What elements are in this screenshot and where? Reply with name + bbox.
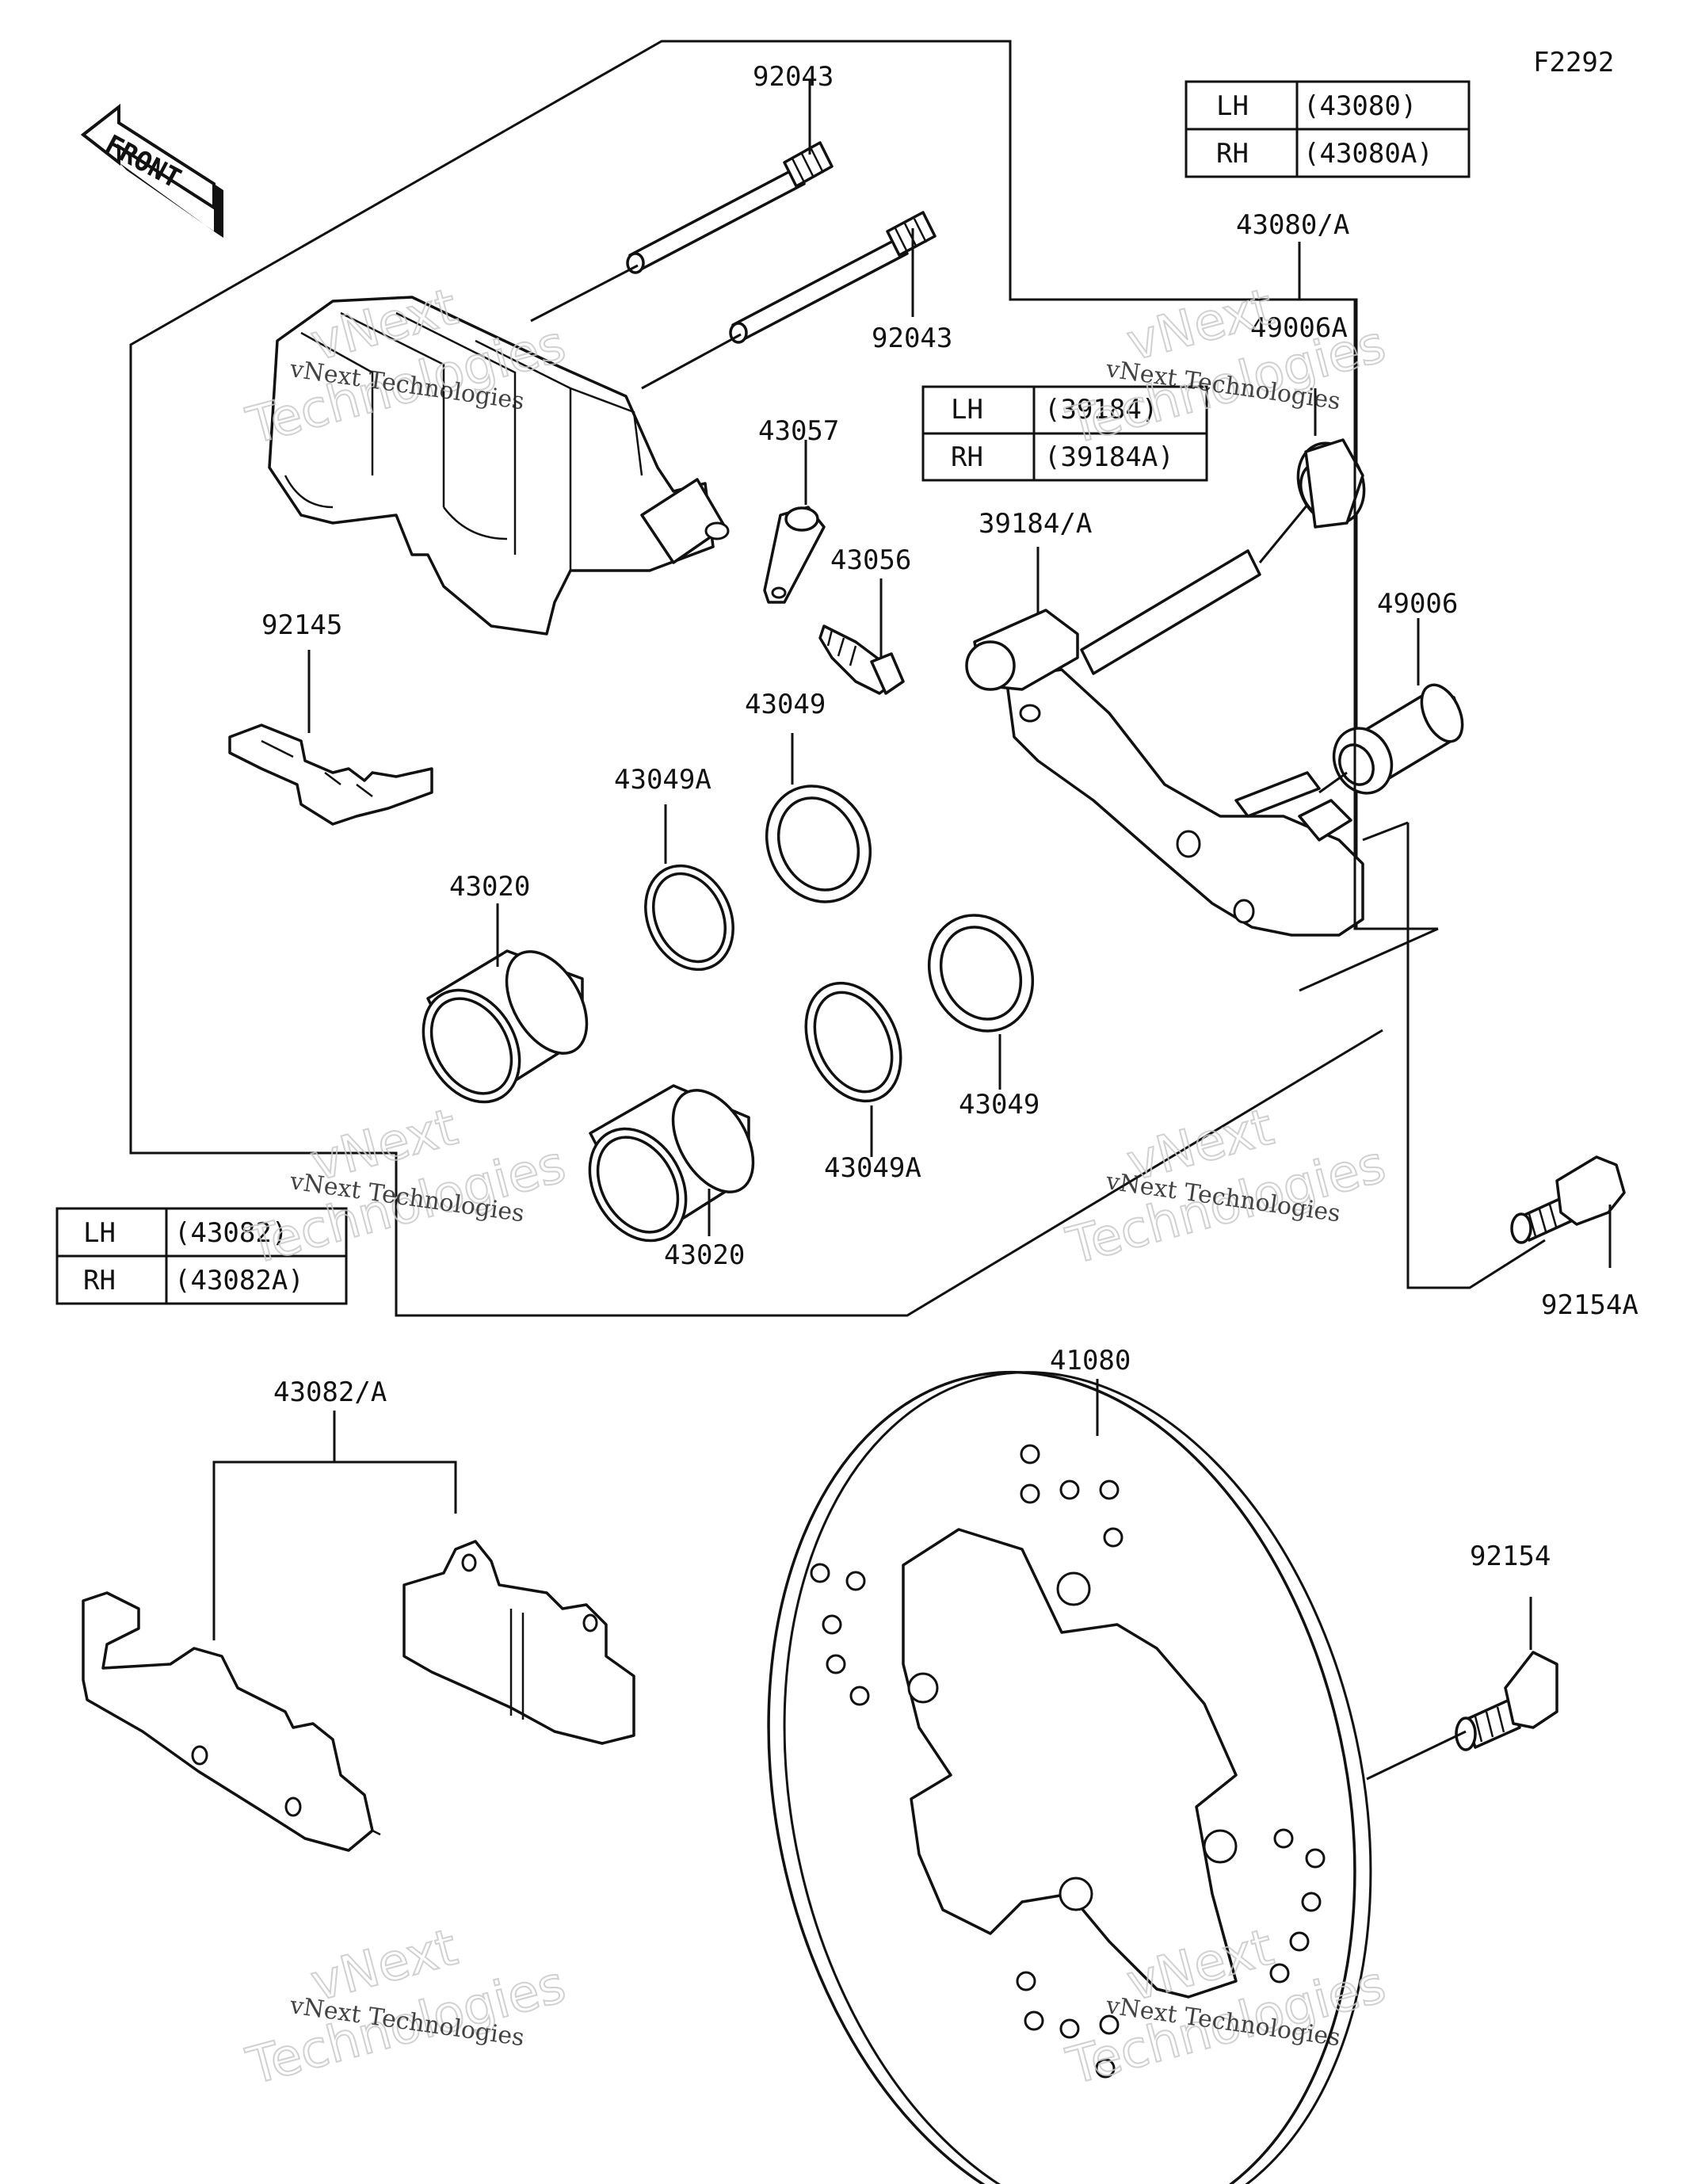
caliper-group-outline [129, 40, 1438, 1317]
part-label-43056: 43056 [830, 544, 911, 576]
pads-table-rh-code: (43082A) [174, 1265, 304, 1296]
pad-spring [228, 724, 433, 826]
holder-table-lh-code: (39184) [1044, 394, 1158, 426]
brake-pad-right [402, 1540, 635, 1745]
pads-table-lh: LH [83, 1217, 116, 1249]
watermark-4: vNext Technologies vNext Technologies [1060, 1098, 1392, 1277]
holder-table-lh: LH [951, 394, 983, 426]
part-label-43080a: 43080/A [1236, 209, 1349, 241]
bracket-table-rh: RH [1216, 138, 1249, 170]
caliper-body [268, 296, 730, 636]
part-label-49006a: 49006A [1250, 312, 1348, 344]
front-arrow-icon: FRONT [80, 103, 223, 238]
part-label-43049a-upper: 43049A [614, 764, 711, 796]
bleeder-valve [818, 624, 905, 695]
caliper-pin-1 [626, 141, 834, 274]
watermark-2: vNext Technologies vNext Technologies [1060, 277, 1392, 457]
part-label-43020-upper: 43020 [449, 871, 530, 903]
holder-table: LH (39184) RH (39184A) [921, 385, 1208, 482]
figure-code: F2292 [1533, 47, 1614, 78]
part-label-92043-second: 92043 [872, 323, 952, 354]
caliper-bracket-holder [965, 549, 1364, 937]
part-label-43057: 43057 [758, 415, 839, 447]
part-label-92154a: 92154A [1541, 1289, 1638, 1321]
brake-disc [767, 1370, 1372, 2184]
part-label-92145: 92145 [261, 609, 342, 641]
pads-table: LH (43082) RH (43082A) [55, 1207, 348, 1305]
seal-a-upper [644, 864, 734, 972]
part-label-92154: 92154 [1470, 1541, 1551, 1572]
watermark-5: vNext Technologies vNext Technologies [240, 1918, 572, 2098]
bracket-table-rh-code: (43080A) [1303, 138, 1433, 170]
part-label-43082a: 43082/A [273, 1376, 387, 1408]
bracket-table-lh: LH [1216, 90, 1249, 122]
pads-table-rh: RH [83, 1265, 116, 1296]
bolt-a [1510, 1155, 1626, 1244]
bleeder-cap [763, 506, 826, 604]
part-label-43049a-lower: 43049A [824, 1152, 921, 1184]
bracket-table-lh-code: (43080) [1303, 90, 1417, 122]
seal-a-lower [804, 981, 902, 1103]
part-label-49006: 49006 [1377, 588, 1458, 620]
bolt [1455, 1651, 1558, 1751]
part-label-39184a: 39184/A [979, 508, 1092, 540]
boot [1332, 683, 1464, 795]
part-label-43020-lower: 43020 [664, 1239, 745, 1271]
pads-table-lh-code: (43082) [174, 1217, 288, 1249]
part-label-41080: 41080 [1050, 1345, 1131, 1376]
part-label-43049-lower: 43049 [959, 1089, 1040, 1121]
part-label-43049-upper: 43049 [745, 689, 826, 720]
piston-lower [588, 1084, 755, 1243]
brake-pad-left [82, 1591, 381, 1852]
bracket-table: LH (43080) RH (43080A) [1185, 80, 1471, 178]
seal-upper [765, 785, 872, 903]
holder-table-rh: RH [951, 441, 983, 473]
holder-table-rh-code: (39184A) [1044, 441, 1174, 473]
boot-a [1296, 438, 1366, 529]
piston-upper [422, 949, 589, 1104]
seal-lower [927, 914, 1035, 1033]
watermark-3: vNext Technologies vNext Technologies [240, 1098, 572, 1277]
part-label-92043-top: 92043 [753, 61, 834, 93]
